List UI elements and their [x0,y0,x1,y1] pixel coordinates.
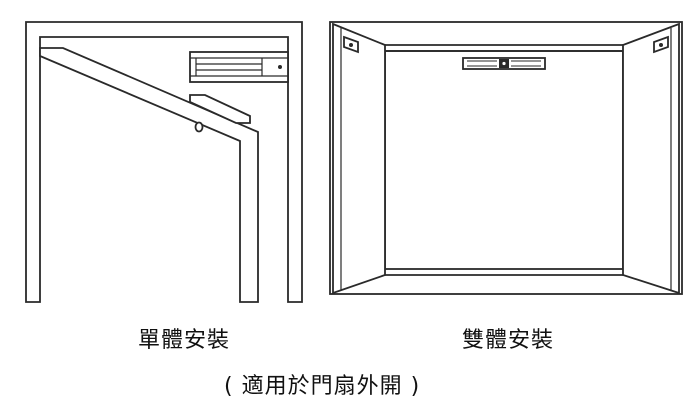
single-door-leaf [39,47,259,303]
installation-diagram [25,21,683,303]
outward-opening-note: ( 適用於門扇外開 ) [224,374,421,399]
single-magnetic-lock [189,51,289,83]
double-door-frame-outer [329,21,683,295]
single-armature-plate [189,94,251,124]
single-door-frame [25,21,303,303]
double-door-illustration [329,21,683,295]
double-magnetic-lock [462,57,546,70]
double-door-left-leaf [332,22,386,295]
single-installation-caption: 單體安裝 [138,328,231,353]
single-door-hole [194,121,204,133]
double-installation-caption: 雙體安裝 [462,328,555,353]
double-door-opening [384,50,624,270]
double-door-right-leaf [622,22,680,295]
single-door-illustration [25,21,303,303]
